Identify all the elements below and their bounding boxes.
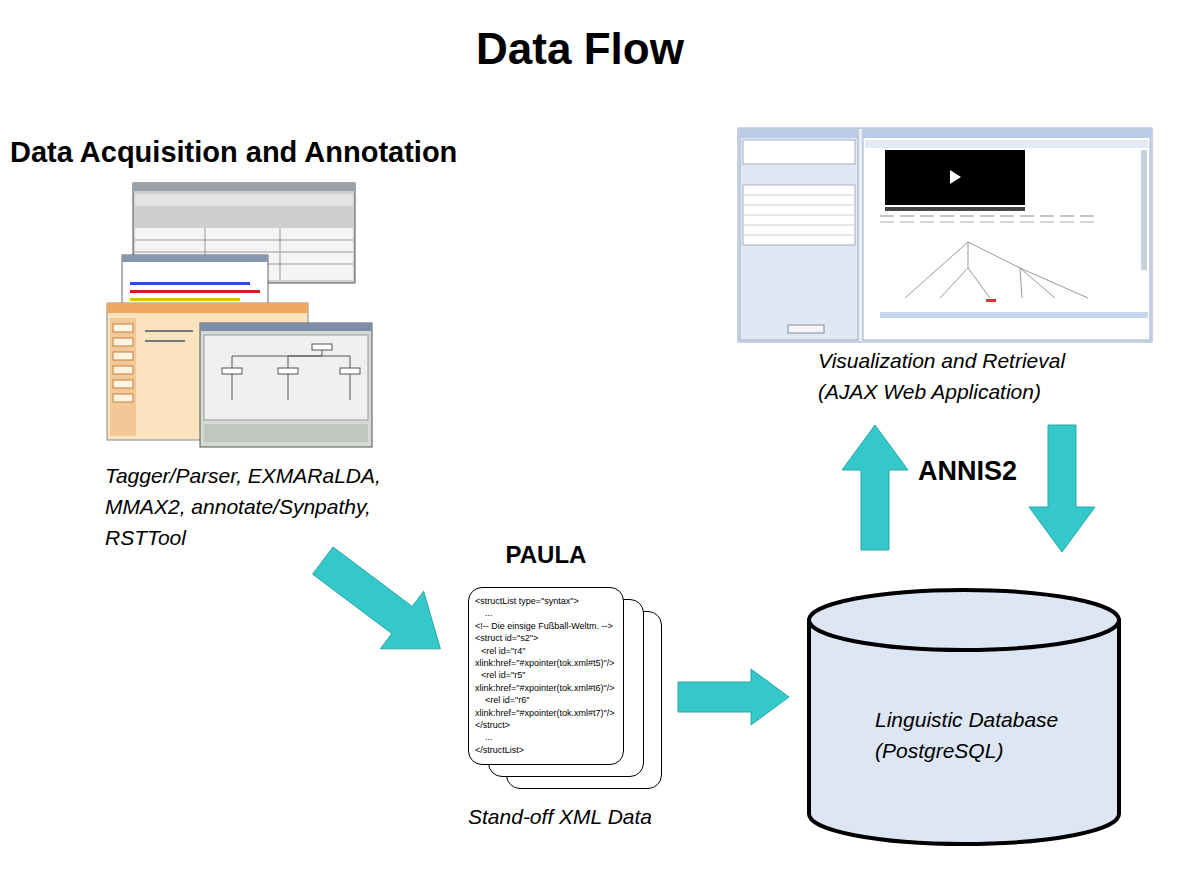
- diagram-title: Data Flow: [0, 24, 1160, 74]
- panel-toolbar: [865, 140, 1148, 148]
- document-heading: PAULA: [468, 541, 624, 569]
- window-titlebar: [107, 303, 308, 313]
- window-statusbar: [204, 424, 368, 442]
- code-line: </struct>: [475, 719, 614, 731]
- tree-edge: [1020, 268, 1088, 298]
- text-line: [130, 282, 250, 285]
- code-line: <rel id="r6": [475, 694, 614, 706]
- token-row: [880, 222, 1100, 223]
- paula-documents: PAULA<structList type="syntax">...<!-- D…: [458, 535, 668, 836]
- code-line: <rel id="r4": [475, 645, 614, 657]
- code-line: <structList type="syntax">: [475, 595, 614, 607]
- text-line: [130, 290, 260, 293]
- app-frame: [738, 128, 1152, 342]
- token-row: [880, 216, 1100, 217]
- window-titlebar: [133, 183, 355, 191]
- code-line: ...: [475, 607, 614, 619]
- sidebar-button: [113, 380, 133, 388]
- window-titlebar: [122, 255, 268, 262]
- window-titlebar: [200, 323, 372, 331]
- flow-arrow: [313, 547, 441, 649]
- flow-arrow: [1029, 425, 1095, 552]
- window-toolbar: [135, 194, 353, 206]
- text-line: [145, 330, 193, 332]
- code-line: <struct id="s2">: [475, 632, 614, 644]
- highlight-token: [986, 299, 996, 302]
- table-row: [743, 205, 855, 206]
- tree-edge: [968, 242, 1020, 268]
- xml-code: <structList type="syntax">...<!-- Die ei…: [475, 595, 614, 756]
- tree-edge: [940, 268, 968, 298]
- code-line: xlink:href="#xpointer(tok.xml#t6)"/>: [475, 682, 614, 694]
- grid-line: [135, 252, 353, 253]
- tree-edge: [968, 268, 990, 298]
- tree-edge: [1020, 268, 1022, 298]
- grid-line: [280, 228, 281, 280]
- cylinder-body: [809, 620, 1119, 844]
- tree-branch: [288, 356, 322, 368]
- database-cylinder: Linguistic Database (PostgreSQL): [805, 588, 1123, 848]
- tool-screenshots: [107, 183, 372, 447]
- cylinder-top: [809, 590, 1119, 650]
- panel-header: [863, 130, 1150, 138]
- tree-branch: [232, 374, 233, 400]
- text-line: [145, 340, 185, 342]
- scrollbar: [1141, 150, 1147, 270]
- tree-edge: [968, 242, 969, 268]
- text-line: [130, 298, 240, 301]
- table-row: [743, 215, 855, 216]
- tool-collage: Data Acquisition and AnnotationTagger/Pa…: [10, 132, 535, 557]
- tree-edge: [1020, 268, 1055, 298]
- sidebar-button: [113, 324, 133, 332]
- web-app-screenshot: Visualization and Retrieval (AJAX Web Ap…: [735, 125, 1157, 411]
- product-label: ANNIS2: [918, 456, 1017, 487]
- code-line: <rel id="r5": [475, 669, 614, 681]
- caption-text: Visualization and Retrieval (AJAX Web Ap…: [818, 345, 1108, 407]
- sidebar-button: [113, 338, 133, 346]
- play-icon: [950, 170, 961, 184]
- table-row: [743, 225, 855, 226]
- tree-canvas: [204, 335, 368, 420]
- sidebar-button: [113, 352, 133, 360]
- database-label: Linguistic Database (PostgreSQL): [875, 704, 1105, 766]
- tree-node: [312, 344, 332, 350]
- table-row: [743, 195, 855, 196]
- flow-arrow: [678, 669, 789, 725]
- window-sidebar: [110, 318, 136, 436]
- caption-text: Tagger/Parser, EXMARaLDA, MMAX2, annotat…: [105, 460, 425, 553]
- result-panel: [863, 130, 1150, 340]
- sidebar-button: [113, 394, 133, 402]
- tree-node: [340, 368, 360, 374]
- tree-branch: [322, 356, 350, 368]
- video-player: [885, 150, 1025, 205]
- grid-line: [135, 240, 353, 241]
- tree-edge: [905, 242, 968, 298]
- code-line: <!-- Die einsige Fußball-Weltm. -->: [475, 620, 614, 632]
- caption-text: Stand-off XML Data: [468, 801, 652, 832]
- section-heading: Data Acquisition and Annotation: [10, 136, 457, 169]
- code-line: </structList>: [475, 744, 614, 756]
- annotation-selector: [880, 312, 1148, 318]
- web-app-screenshot: [738, 128, 1152, 342]
- tree-branch: [350, 374, 351, 400]
- sidebar-button: [113, 366, 133, 374]
- panel-header: [740, 130, 858, 138]
- tree-node: [278, 368, 298, 374]
- tree-node: [222, 368, 242, 374]
- code-line: ...: [475, 731, 614, 743]
- tree-branch: [288, 374, 289, 400]
- search-button: [788, 325, 824, 333]
- tree-branch: [232, 350, 322, 368]
- flow-arrow: [842, 425, 908, 550]
- video-controls: [885, 207, 1025, 211]
- table-row: [743, 235, 855, 236]
- code-line: xlink:href="#xpointer(tok.xml#t7)"/>: [475, 707, 614, 719]
- query-box: [743, 140, 855, 164]
- code-line: xlink:href="#xpointer(tok.xml#t5)"/>: [475, 657, 614, 669]
- search-panel: [740, 130, 858, 340]
- window-frame: [200, 323, 372, 447]
- corpus-table: [743, 185, 855, 245]
